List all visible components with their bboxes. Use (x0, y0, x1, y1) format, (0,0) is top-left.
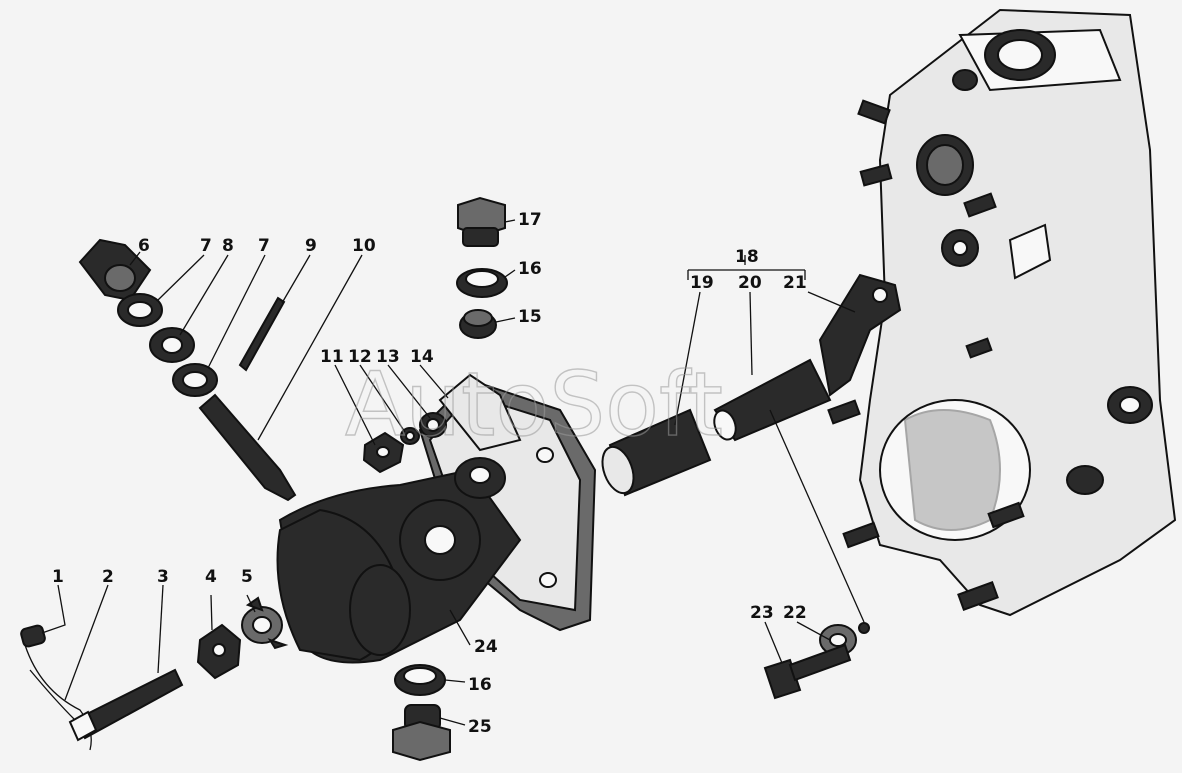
callout-13: 13 (376, 347, 400, 367)
callout-4: 4 (205, 567, 217, 587)
part-19-piston (601, 408, 712, 497)
part-25-plug (392, 704, 451, 762)
callout-10: 10 (352, 236, 376, 256)
part-12-spring-washer (400, 427, 420, 445)
part-2-wire (29, 669, 76, 721)
part-14-gasket (438, 373, 522, 452)
callout-21: 21 (783, 273, 807, 293)
part-7-washer-top (117, 293, 163, 327)
callout-7-bottom: 7 (258, 236, 270, 256)
callout-2: 2 (102, 567, 114, 587)
part-10-needle (198, 393, 297, 502)
callout-16-top: 16 (518, 259, 542, 279)
part-13-washer (419, 412, 447, 438)
callout-3: 3 (157, 567, 169, 587)
callout-16-bottom: 16 (468, 675, 492, 695)
part-1-seal (20, 624, 92, 751)
callout-14: 14 (410, 347, 434, 367)
part-20-spring (713, 358, 832, 442)
callout-8: 8 (222, 236, 234, 256)
part-6-union-nut (78, 238, 152, 302)
part-16-gasket-top (456, 268, 508, 298)
part-16-gasket-bottom (394, 664, 446, 696)
callout-24: 24 (474, 637, 498, 657)
callout-6: 6 (138, 236, 150, 256)
part-17-plug (457, 196, 506, 247)
part-15-seal-ring (459, 309, 497, 339)
pump-body (276, 378, 597, 664)
part-22-lock-washer (819, 624, 857, 656)
callout-labels: 1 2 3 4 5 6 7 8 7 9 10 11 12 13 14 15 16… (52, 210, 807, 737)
leader-lines (41, 219, 865, 726)
callout-18: 18 (735, 247, 759, 267)
ball (858, 622, 870, 634)
part-7-washer-bottom (172, 363, 218, 397)
watermark: AutoSoft (345, 353, 723, 456)
callout-25: 25 (468, 717, 492, 737)
callout-9: 9 (305, 236, 317, 256)
callout-12: 12 (348, 347, 372, 367)
callout-7-top: 7 (200, 236, 212, 256)
part-5-lock-washer (241, 596, 289, 650)
callout-15: 15 (518, 307, 542, 327)
callout-5: 5 (241, 567, 253, 587)
callout-22: 22 (783, 603, 807, 623)
part-3-adjusting-screw (68, 668, 184, 742)
callout-19: 19 (690, 273, 714, 293)
callout-20: 20 (738, 273, 762, 293)
part-9-pin (238, 296, 286, 372)
part-8-bushing (149, 327, 195, 363)
callout-17: 17 (518, 210, 542, 230)
part-4-nut (196, 623, 242, 680)
callout-23: 23 (750, 603, 774, 623)
callout-11: 11 (320, 347, 344, 367)
part-21-lever (818, 273, 902, 397)
callout-1: 1 (52, 567, 64, 587)
gearbox-housing (827, 8, 1177, 617)
housing-studs (827, 99, 1025, 611)
